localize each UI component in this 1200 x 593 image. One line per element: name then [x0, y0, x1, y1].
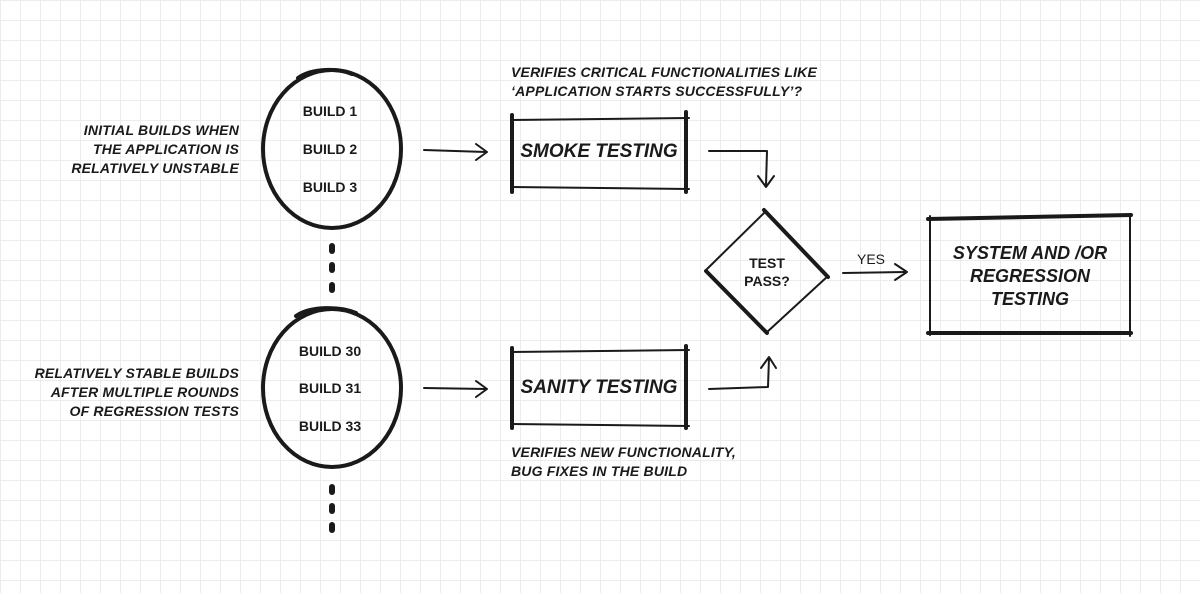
unstable-builds-note-line-1: INITIAL BUILDS WHEN	[83, 122, 239, 138]
build-label: BUILD 31	[298, 380, 362, 396]
arrow-diamond-to-system	[842, 263, 908, 281]
system-regression-box	[926, 213, 1133, 337]
test-pass-label: TEST PASS?	[727, 254, 807, 290]
system-regression-label-line-3: TESTING	[990, 289, 1069, 309]
build-label: BUILD 33	[298, 418, 362, 434]
arrow-top-builds-to-smoke	[423, 143, 488, 161]
top-builds-ellipse-tail	[296, 67, 354, 80]
sanity-testing-box	[510, 344, 690, 430]
smoke-testing-description: VERIFIES CRITICAL FUNCTIONALITIES LIKE ‘…	[511, 63, 871, 101]
smoke-testing-description-line-1: VERIFIES CRITICAL FUNCTIONALITIES LIKE	[511, 64, 818, 80]
test-pass-label-line-2: PASS?	[744, 273, 790, 289]
smoke-testing-description-line-2: ‘APPLICATION STARTS SUCCESSFULLY’?	[511, 83, 803, 99]
bottom-builds-ellipse-tail	[294, 306, 358, 318]
build-label: BUILD 2	[302, 141, 358, 157]
sanity-testing-description-line-1: VERIFIES NEW FUNCTIONALITY,	[511, 444, 737, 460]
system-regression-label-line-2: REGRESSION	[969, 266, 1091, 286]
unstable-builds-note-line-3: RELATIVELY UNSTABLE	[71, 160, 239, 176]
system-regression-label-line-1: SYSTEM AND /OR	[952, 243, 1108, 263]
more-builds-dots-bottom	[329, 484, 335, 533]
stable-builds-note-line-2: AFTER MULTIPLE ROUNDS	[50, 384, 239, 400]
arrow-bottom-builds-to-sanity	[423, 380, 488, 398]
stable-builds-note: RELATIVELY STABLE BUILDS AFTER MULTIPLE …	[9, 364, 239, 421]
test-pass-label-line-1: TEST	[749, 255, 785, 271]
yes-label: YES	[857, 251, 886, 267]
smoke-testing-box	[510, 110, 690, 194]
stable-builds-note-line-3: OF REGRESSION TESTS	[69, 403, 239, 419]
stable-builds-note-line-1: RELATIVELY STABLE BUILDS	[34, 365, 239, 381]
smoke-testing-label: SMOKE TESTING	[520, 141, 678, 162]
arrow-sanity-to-diamond	[708, 356, 777, 390]
build-label: BUILD 30	[298, 343, 362, 359]
unstable-builds-note-line-2: THE APPLICATION IS	[93, 141, 239, 157]
arrow-smoke-to-diamond	[708, 150, 775, 188]
test-pass-diamond	[704, 208, 830, 335]
more-builds-dots-middle	[329, 243, 335, 293]
sanity-testing-description: VERIFIES NEW FUNCTIONALITY, BUG FIXES IN…	[511, 443, 811, 481]
unstable-builds-note: INITIAL BUILDS WHEN THE APPLICATION IS R…	[49, 121, 239, 178]
sanity-testing-label: SANITY TESTING	[520, 377, 678, 398]
build-label: BUILD 1	[302, 103, 358, 119]
sanity-testing-description-line-2: BUG FIXES IN THE BUILD	[511, 463, 688, 479]
system-regression-label: SYSTEM AND /OR REGRESSION TESTING	[932, 242, 1128, 311]
build-label: BUILD 3	[302, 179, 358, 195]
